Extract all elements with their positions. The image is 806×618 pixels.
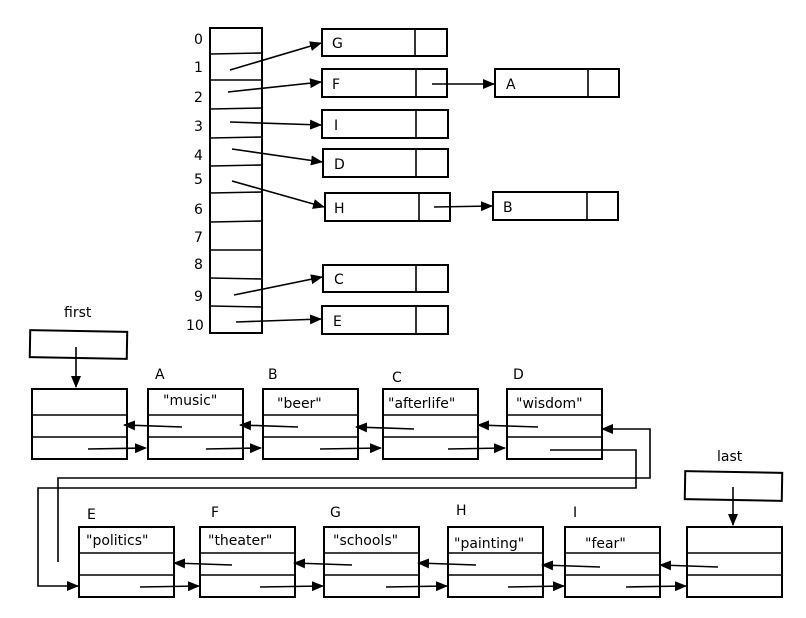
hash-array	[209, 27, 263, 334]
hash-index-label: 4	[194, 148, 203, 164]
list-node-letter: G	[330, 505, 341, 521]
wrap-prev-pointer	[57, 424, 651, 562]
tail-sentinel-node	[686, 526, 783, 598]
list-node-D: D "wisdom"	[506, 367, 603, 460]
next-pointer-arrows-row1	[87, 443, 506, 454]
list-node-F: F "theater"	[199, 505, 296, 598]
bucket-node-A: A	[494, 68, 620, 98]
list-node-letter: B	[268, 367, 278, 383]
bucket-node-label: A	[506, 77, 516, 93]
list-node-value: "afterlife"	[388, 396, 455, 412]
hash-array-dividers	[209, 52, 263, 308]
bucket-node-label: H	[334, 201, 345, 217]
bucket-node-label: G	[332, 36, 343, 52]
prev-pointer-arrows-row1	[123, 420, 539, 433]
list-node-letter: D	[513, 367, 524, 383]
head-sentinel-node	[31, 388, 128, 460]
list-node-A: A "music"	[147, 367, 244, 460]
hash-index-label: 9	[194, 289, 203, 305]
list-node-G: G "schools"	[323, 505, 420, 598]
list-node-value: "politics"	[86, 533, 148, 549]
hash-index-label: 0	[194, 32, 203, 48]
hash-index-label: 2	[194, 90, 203, 106]
list-node-I: I "fear"	[564, 505, 661, 598]
bucket-node-C: C	[322, 264, 449, 293]
list-node-C: C "afterlife"	[382, 370, 479, 460]
hash-index-label: 5	[194, 172, 203, 188]
list-node-value: "music"	[163, 393, 217, 409]
bucket-node-label: E	[333, 314, 342, 330]
bucket-node-H: H	[324, 192, 451, 222]
list-node-letter: C	[392, 370, 402, 386]
hash-index-label: 6	[194, 202, 203, 218]
list-node-value: "theater"	[208, 533, 272, 549]
hash-index-label: 10	[186, 318, 204, 334]
list-node-value: "schools"	[333, 533, 398, 549]
bucket-node-D: D	[322, 148, 449, 178]
list-node-value: "fear"	[585, 536, 626, 552]
prev-pointer-arrows-row2	[173, 558, 719, 571]
bucket-node-label: D	[334, 157, 345, 173]
bucket-node-label: I	[334, 118, 338, 134]
bucket-node-label: F	[332, 77, 340, 93]
next-pointer-arrows-row2	[139, 581, 687, 592]
list-node-E: E "politics"	[78, 507, 175, 598]
hash-index-label: 8	[194, 257, 203, 273]
list-node-value: "beer"	[277, 396, 322, 412]
list-node-value: "painting"	[454, 536, 524, 552]
first-pointer-box	[28, 329, 129, 360]
bucket-node-label: C	[334, 272, 344, 288]
list-node-H: H "painting"	[447, 503, 544, 598]
list-node-letter: F	[211, 505, 219, 521]
list-node-B: B "beer"	[262, 367, 359, 460]
first-label: first	[64, 305, 92, 321]
bucket-node-label: B	[503, 200, 513, 216]
hash-index-label: 7	[194, 230, 203, 246]
hash-index-label: 1	[194, 60, 203, 76]
hash-table: 0 1 2 3 4 5 6 7 8 9 10	[186, 27, 263, 334]
bucket-node-I: I	[321, 109, 449, 139]
hash-index-label: 3	[194, 119, 203, 135]
bucket-node-B: B	[492, 191, 619, 221]
list-node-letter: A	[155, 367, 165, 383]
bucket-pointer-arrows	[227, 41, 495, 325]
bucket-node-F: F	[321, 68, 448, 98]
bucket-node-G: G	[321, 28, 448, 57]
list-node-value: "wisdom"	[516, 396, 583, 412]
list-node-letter: E	[87, 507, 96, 523]
last-label: last	[717, 449, 743, 465]
wrap-next-pointer	[37, 449, 637, 591]
list-node-letter: H	[456, 503, 467, 519]
bucket-node-E: E	[321, 305, 449, 335]
list-node-letter: I	[573, 505, 577, 521]
